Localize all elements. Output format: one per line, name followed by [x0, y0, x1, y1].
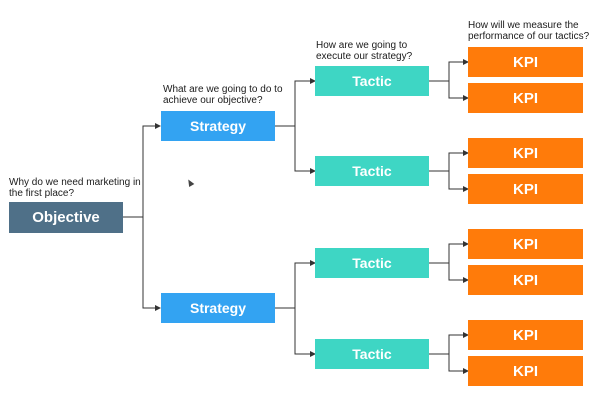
tactic-box-4: Tactic: [315, 339, 429, 369]
connector-strategy2-tactic4: [294, 308, 316, 357]
kpi-box-4: KPI: [468, 174, 583, 204]
connector-strategy1-tactic2: [294, 126, 316, 174]
connector-tactic4-kpi2: [448, 354, 469, 374]
kpi-box-6: KPI: [468, 265, 583, 295]
connector-tactic1-kpi1: [429, 59, 469, 82]
connector-tactic3-kpi1: [429, 241, 469, 264]
connector-strategy1-tactic1: [275, 78, 316, 127]
tactic-box-3: Tactic: [315, 248, 429, 278]
strategy-question: What are we going to do to achieve our o…: [163, 84, 283, 106]
strategy-box-2: Strategy: [161, 293, 275, 323]
connector-tactic3-kpi2: [448, 263, 469, 283]
connector-tactic2-kpi1: [429, 150, 469, 172]
tactic-box-2: Tactic: [315, 156, 429, 186]
connector-tactic4-kpi1: [429, 332, 469, 355]
objective-box: Objective: [9, 202, 123, 233]
connector-objective-strategy-2: [142, 217, 161, 311]
kpi-box-8: KPI: [468, 356, 583, 386]
connector-tactic1-kpi2: [448, 81, 469, 101]
kpi-box-5: KPI: [468, 229, 583, 259]
tactic-question: How are we going to execute our strategy…: [316, 40, 413, 62]
kpi-box-7: KPI: [468, 320, 583, 350]
kpi-question: How will we measure the performance of o…: [468, 20, 590, 42]
kpi-box-1: KPI: [468, 47, 583, 77]
kpi-box-3: KPI: [468, 138, 583, 168]
strategy-box-1: Strategy: [161, 111, 275, 141]
objective-question: Why do we need marketing in the first pl…: [9, 177, 141, 199]
tactic-box-1: Tactic: [315, 66, 429, 96]
connector-tactic2-kpi2: [448, 171, 469, 192]
connector-objective-strategy-1: [123, 123, 161, 218]
kpi-box-2: KPI: [468, 83, 583, 113]
connector-strategy2-tactic3: [275, 260, 316, 309]
